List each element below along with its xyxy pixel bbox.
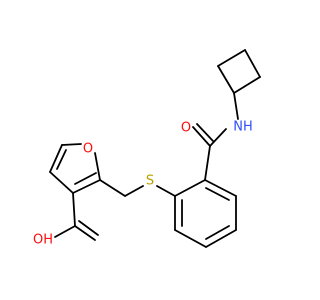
carbonyl-oxygen-label: O xyxy=(181,121,191,136)
bond-benzene-inner-1 xyxy=(205,187,230,201)
bond-benzene-3 xyxy=(205,229,237,248)
bond-benzene-sulfur xyxy=(156,185,176,197)
bond-furan-oxygen-c2 xyxy=(94,152,101,181)
bond-furan-c3-c4 xyxy=(49,171,74,194)
bond-benzene-6 xyxy=(174,179,206,197)
bond-benzene-1 xyxy=(204,179,237,197)
bond-carbonyl-double-2 xyxy=(196,123,214,142)
bond-carboxyl-double-1 xyxy=(74,225,96,241)
bond-furan-c4-c5-inner xyxy=(56,149,67,170)
molecule-structure: O O NH S OH xyxy=(33,49,261,248)
bond-carboxyl-double-2 xyxy=(78,220,99,236)
bond-carbonyl-double-1 xyxy=(192,126,211,147)
bond-cyclobutyl-nitrogen xyxy=(233,92,239,120)
amide-nitrogen-label: NH xyxy=(233,120,253,135)
bond-benzene-4 xyxy=(174,229,207,248)
bond-cyclobutyl-2 xyxy=(244,49,261,78)
bond-furan-c2-c3-inner xyxy=(74,172,97,185)
bond-furan-c2-c3 xyxy=(72,179,101,194)
furan-oxygen-label: O xyxy=(83,142,93,157)
bond-carboxyl-hydroxyl xyxy=(54,225,76,238)
bond-furan-c4-c5 xyxy=(49,144,63,173)
bond-nitrogen-carbonyl xyxy=(209,128,227,147)
bond-furan-carboxyl xyxy=(72,192,76,227)
bond-cyclobutyl-4 xyxy=(217,65,235,94)
hydroxyl-label: OH xyxy=(33,233,53,248)
bond-methylene-furan xyxy=(99,179,126,197)
bond-cyclobutyl-3 xyxy=(233,76,261,94)
bond-benzene-inner-2 xyxy=(205,225,230,240)
bond-sulfur-methylene xyxy=(124,185,144,197)
bond-carbonyl-benzene xyxy=(204,145,211,181)
bond-cyclobutyl-1 xyxy=(217,49,246,67)
thioether-sulfur-label: S xyxy=(146,174,154,189)
bond-furan-c5-oxygen xyxy=(61,143,82,146)
